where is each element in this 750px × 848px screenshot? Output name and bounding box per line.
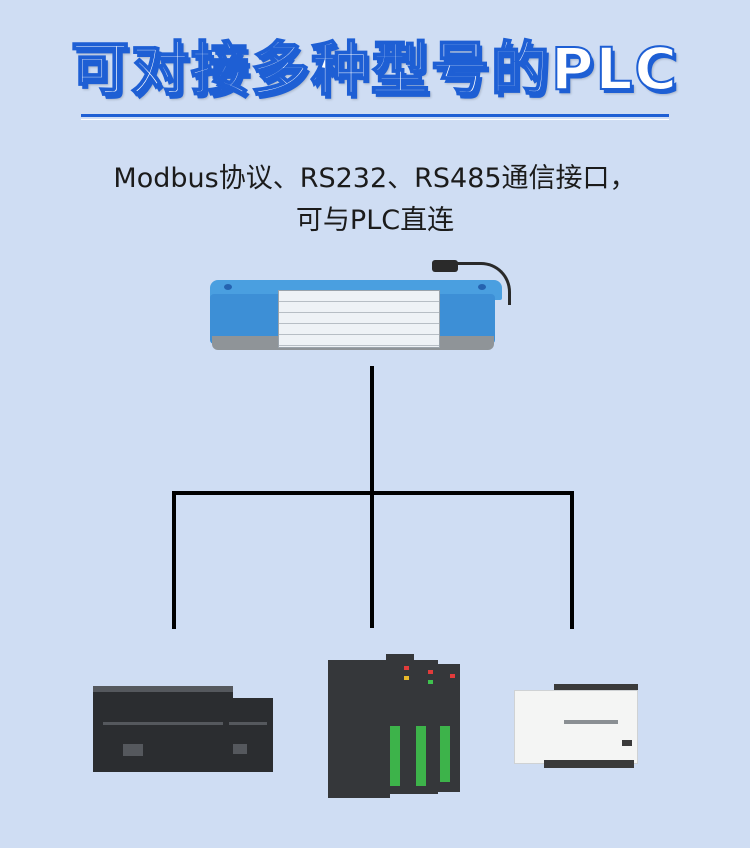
branch-line [172, 491, 574, 495]
rfid-reader-icon [210, 260, 511, 360]
reader-screw [224, 284, 232, 290]
reader-nameplate [278, 290, 440, 348]
reader-connector [432, 260, 458, 272]
drop-line-left [172, 491, 176, 629]
modular-plc-icon [93, 682, 273, 774]
reader-cable [450, 262, 511, 305]
subtitle-line-2: 可与PLC直连 [295, 205, 455, 236]
subtitle-line-1: Modbus协议、RS232、RS485通信接口， [113, 163, 637, 194]
trunk-line [370, 366, 374, 628]
title-underline [81, 114, 669, 117]
compact-plc-icon [514, 682, 638, 770]
reader-screw [478, 284, 486, 290]
title-underline-thin [81, 119, 669, 120]
page-title: 可对接多种型号的PLC [70, 34, 680, 104]
gateway-plc-icon [328, 646, 468, 798]
drop-line-right [570, 491, 574, 629]
